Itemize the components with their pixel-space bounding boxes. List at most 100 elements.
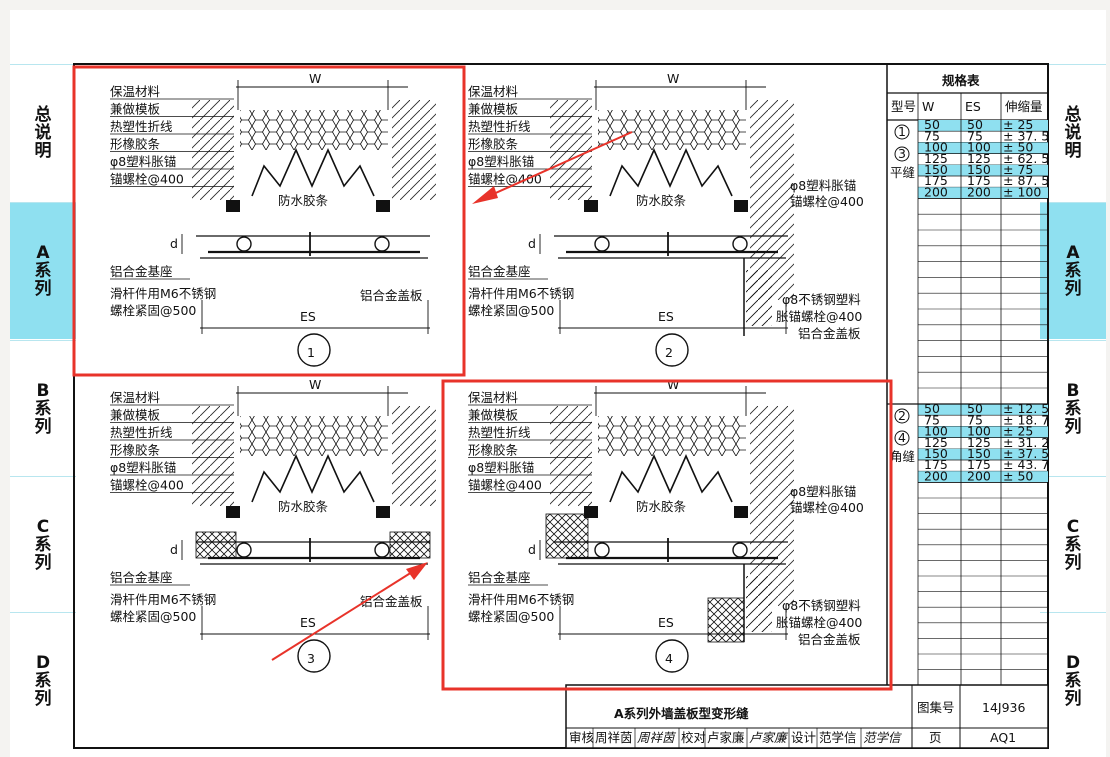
spec-cell-es: 125 xyxy=(967,435,991,450)
corner-wall xyxy=(746,576,772,632)
spec-cell-es: 75 xyxy=(967,412,983,427)
wall-left xyxy=(192,406,234,506)
spec-ref-circle xyxy=(894,430,910,446)
sign-cell-2: 周祥茵 xyxy=(637,730,677,745)
side-tab-right-2[interactable]: B系列 xyxy=(1040,340,1106,477)
spec-ref-circle xyxy=(894,146,910,162)
side-tab-right-3[interactable]: C系列 xyxy=(1040,476,1106,613)
label-anchor8: φ8塑料胀锚 xyxy=(110,460,176,475)
spec-cell-es: 200 xyxy=(967,468,991,483)
label-waterproof: 防水胶条 xyxy=(636,193,687,208)
side-tab-left-2[interactable]: B系列 xyxy=(10,340,76,477)
annotations xyxy=(72,65,893,691)
spec-cell-w: 125 xyxy=(924,435,948,450)
rubber-left xyxy=(236,236,252,252)
spec-header-2: ES xyxy=(965,99,981,114)
label-anchor8: φ8塑料胀锚 xyxy=(110,154,176,169)
side-tab-label: B系列 xyxy=(1064,381,1082,437)
label-anchor8-right: φ8塑料胀锚 xyxy=(790,178,856,193)
label-cover: 铝合金盖板 xyxy=(360,594,423,609)
spec-cell-w: 100 xyxy=(924,424,948,439)
label-plastic_fold: 热塑性折线 xyxy=(468,119,531,134)
w-label: W xyxy=(667,377,679,392)
detail-number: 2 xyxy=(665,345,673,360)
label-anchor8: φ8塑料胀锚 xyxy=(468,460,534,475)
label-rubber_strip: 形橡胶条 xyxy=(110,137,161,152)
side-tab-left-4[interactable]: D系列 xyxy=(10,612,76,749)
spec-row-highlight xyxy=(918,120,1048,132)
spec-cell-d: ± 37. 5 xyxy=(1003,128,1049,143)
spec-ref: 1 xyxy=(898,124,906,139)
spec-cell-d: ± 43. 7 xyxy=(1003,457,1049,472)
side-tab-label: B系列 xyxy=(34,381,52,437)
arrow-2-head xyxy=(406,562,428,580)
side-tab-label: 总说明 xyxy=(34,105,52,161)
spec-cell-es: 100 xyxy=(967,140,991,155)
spec-header-3: 伸缩量 xyxy=(1005,99,1043,114)
atlas-number: 14J936 xyxy=(982,700,1025,715)
side-tab-right-4[interactable]: D系列 xyxy=(1040,612,1106,749)
side-tab-left-0[interactable]: 总说明 xyxy=(10,64,76,201)
label-base: 铝合金基座 xyxy=(110,264,173,279)
label-slide1: 滑杆件用M6不锈钢 xyxy=(110,592,216,607)
side-tab-label: D系列 xyxy=(1064,653,1082,709)
spec-row-highlight xyxy=(918,426,1048,438)
spec-header-0: 型号 xyxy=(891,99,916,114)
spec-ref-circle xyxy=(894,124,910,140)
label-anchor-bolt-right: 锚螺栓@400 xyxy=(790,194,864,209)
spec-cell-w: 100 xyxy=(924,140,948,155)
arrow-1-line xyxy=(479,131,633,201)
label-anchor_bolt: 锚螺栓@400 xyxy=(110,478,184,493)
wall-right xyxy=(392,100,436,200)
spec-cell-w: 200 xyxy=(924,468,948,483)
rubber-right xyxy=(374,236,390,252)
label-insulation: 保温材料 xyxy=(468,390,519,405)
spec-ref: 2 xyxy=(898,408,906,423)
label-ss1: φ8不锈钢塑料 xyxy=(782,292,861,307)
detail-number-circle xyxy=(297,333,331,367)
sign-cell-5: 卢家廉 xyxy=(749,730,789,745)
label-ss2: 胀锚螺栓@400 xyxy=(776,309,862,324)
side-tab-left-1[interactable]: A系列 xyxy=(10,202,76,339)
spec-cell-d: ± 25 xyxy=(1003,424,1033,439)
spec-row-highlight xyxy=(918,142,1048,154)
spec-cell-d: ± 50 xyxy=(1003,468,1033,483)
details: WdES1保温材料兼做模板热塑性折线形橡胶条φ8塑料胀锚锚螺栓@400防水胶条铝… xyxy=(110,71,864,673)
spec-row-highlight xyxy=(918,164,1048,176)
plastic-fold xyxy=(609,148,733,197)
sign-cell-4: 卢家廉 xyxy=(707,730,745,745)
rubber-left xyxy=(594,236,610,252)
insulation-fill xyxy=(598,110,746,150)
spec-cell-d: ± 31. 2 xyxy=(1003,435,1049,450)
label-plastic_fold: 热塑性折线 xyxy=(110,425,173,440)
label-waterproof: 防水胶条 xyxy=(278,193,329,208)
rubber-left xyxy=(594,542,610,558)
d-label: d xyxy=(170,542,178,557)
label-cover: 铝合金盖板 xyxy=(360,288,423,303)
detail-number: 3 xyxy=(307,651,315,666)
label-rubber_strip: 形橡胶条 xyxy=(110,443,161,458)
w-label: W xyxy=(309,377,321,392)
anchor-right xyxy=(734,506,748,518)
side-tab-label: 总说明 xyxy=(1064,105,1082,161)
spec-cell-w: 175 xyxy=(924,173,948,188)
side-tab-label: C系列 xyxy=(34,517,52,573)
spec-cell-d: ± 50 xyxy=(1003,140,1033,155)
label-rubber_strip: 形橡胶条 xyxy=(468,443,519,458)
side-tab-label: A系列 xyxy=(1064,243,1082,299)
spec-ref: 3 xyxy=(898,146,906,161)
label-slide2: 螺栓紧固@500 xyxy=(468,303,554,318)
label-slide1: 滑杆件用M6不锈钢 xyxy=(468,286,574,301)
side-tab-right-0[interactable]: 总说明 xyxy=(1040,64,1106,201)
anchor-right xyxy=(376,200,390,212)
label-formwork: 兼做模板 xyxy=(110,408,161,423)
label-base: 铝合金基座 xyxy=(468,264,531,279)
side-tab-right-1[interactable]: A系列 xyxy=(1040,202,1106,339)
label-anchor_bolt: 锚螺栓@400 xyxy=(468,478,542,493)
side-tab-left-3[interactable]: C系列 xyxy=(10,476,76,613)
spec-cell-d: ± 18. 7 xyxy=(1003,412,1049,427)
spec-cell-d: ± 37. 5 xyxy=(1003,446,1049,461)
label-waterproof: 防水胶条 xyxy=(636,499,687,514)
label-plastic_fold: 热塑性折线 xyxy=(468,425,531,440)
